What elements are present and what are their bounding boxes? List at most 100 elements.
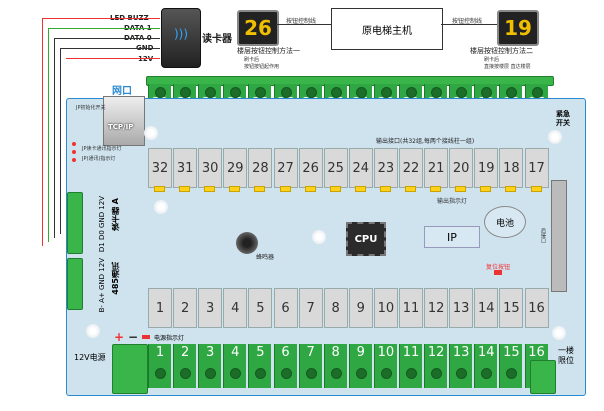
wire [60, 48, 61, 234]
wire [42, 18, 43, 246]
top-relay: 21 [424, 148, 449, 188]
bottom-relay: 12 [424, 288, 449, 328]
bottom-relay: 11 [399, 288, 423, 328]
terminal-number: 11 [402, 345, 420, 360]
bottom-relay: 1 [148, 288, 172, 328]
bottom-relay: 4 [223, 288, 248, 328]
elevator-controller: 原电梯主机 [331, 8, 443, 50]
wire [54, 38, 160, 39]
screw-icon [355, 368, 367, 379]
terminal-number: 14 [478, 345, 495, 360]
top-relay: 28 [248, 148, 273, 188]
bottom-terminal: 5 [248, 344, 272, 388]
top-relay: 20 [449, 148, 474, 188]
jp-line-0: JP初始化开关 [76, 105, 106, 111]
output-led [179, 186, 191, 192]
reset-label: 复位按钮 [486, 264, 511, 271]
screw-icon [255, 368, 267, 379]
screw-icon [230, 368, 242, 379]
buzzer-label: 蜂鸣器 [256, 254, 275, 261]
first-floor-terminal [530, 360, 556, 394]
bottom-terminal: 12 [424, 344, 448, 388]
bottom-terminal: 1 [148, 344, 171, 388]
method-two-label: 楼层按钮控制方法二 [470, 47, 533, 55]
method-one-note1: 刷卡后 [244, 57, 260, 63]
rfid-icon: ))) [173, 27, 189, 41]
screw-icon [355, 87, 367, 98]
floor-display-right: 19 [497, 10, 539, 46]
mounting-hole [154, 200, 168, 214]
bottom-relay: 14 [474, 288, 499, 328]
bottom-relay: 3 [198, 288, 223, 328]
reset-button[interactable] [494, 270, 502, 275]
reader-terminal-block [67, 192, 83, 254]
output-led [304, 186, 316, 192]
wire [48, 28, 49, 242]
screw-icon [380, 87, 392, 98]
bottom-relay: 16 [524, 288, 549, 328]
mounting-hole [548, 130, 562, 144]
screw-icon [180, 368, 192, 379]
jp-line-2: JP(通讯)指示灯 [82, 156, 116, 162]
tcpip-label: TCP/IP [108, 123, 134, 131]
wire [42, 18, 160, 19]
output-led [204, 186, 216, 192]
screw-icon [305, 87, 317, 98]
reader-port-label: 读卡器 A [111, 198, 120, 231]
output-led [154, 186, 165, 192]
top-relay: 17 [524, 148, 549, 188]
rs485-port-label: 485通讯 [111, 262, 120, 295]
output-led [530, 186, 542, 192]
power-led-label: 电源指示灯 [154, 335, 185, 342]
output-led [254, 186, 266, 192]
method-one-note2: 按钮按钮起作用 [244, 64, 280, 70]
terminal-number: 10 [377, 345, 395, 360]
output-title: 输出接口(共32组,每两个接线柱一组) [376, 138, 475, 145]
wire [276, 24, 331, 25]
terminal-number: 15 [503, 345, 520, 360]
bottom-terminal: 4 [223, 344, 247, 388]
screw-icon [506, 368, 518, 379]
method-two-note1: 刷卡后 [484, 57, 500, 63]
terminal-number: 12 [427, 345, 445, 360]
screw-icon [280, 87, 292, 98]
terminal-number: 6 [281, 345, 290, 360]
rj45-jack: TCP/IP [103, 96, 145, 146]
screw-icon [330, 368, 342, 379]
terminal-number: 13 [452, 345, 470, 360]
top-relay: 26 [298, 148, 323, 188]
screw-icon [456, 368, 468, 379]
output-led [480, 186, 492, 192]
wire [48, 28, 160, 29]
screw-icon [205, 87, 217, 98]
bottom-terminal: 11 [399, 344, 422, 388]
jp-led-icon [72, 142, 76, 146]
bottom-terminal: 9 [348, 344, 372, 388]
bottom-terminal: 2 [173, 344, 197, 388]
bottom-relay: 15 [499, 288, 524, 328]
fire-switch-label: 紧急开关 [556, 110, 570, 127]
floor-display-left: 26 [237, 10, 279, 46]
bottom-terminal: 6 [273, 344, 297, 388]
top-relay: 18 [499, 148, 524, 188]
top-relay: 22 [399, 148, 423, 188]
power-plus: + [114, 330, 125, 344]
first-floor-label: 一楼限位 [558, 346, 574, 365]
screw-icon [330, 87, 342, 98]
top-relay: 23 [373, 148, 398, 188]
top-relay: 19 [474, 148, 499, 188]
output-led [229, 186, 241, 192]
rs485-terminal-block [67, 258, 83, 310]
bottom-relay: 5 [248, 288, 273, 328]
rear-connector [551, 180, 567, 292]
method-two-note2: 直接按楼层 直达楼层 [484, 64, 531, 70]
power-label: 12V电源 [74, 353, 106, 362]
screw-icon [431, 87, 443, 98]
terminal-number: 3 [206, 345, 215, 360]
screw-icon [305, 368, 317, 379]
bottom-relay: 7 [298, 288, 323, 328]
output-led [379, 186, 391, 192]
